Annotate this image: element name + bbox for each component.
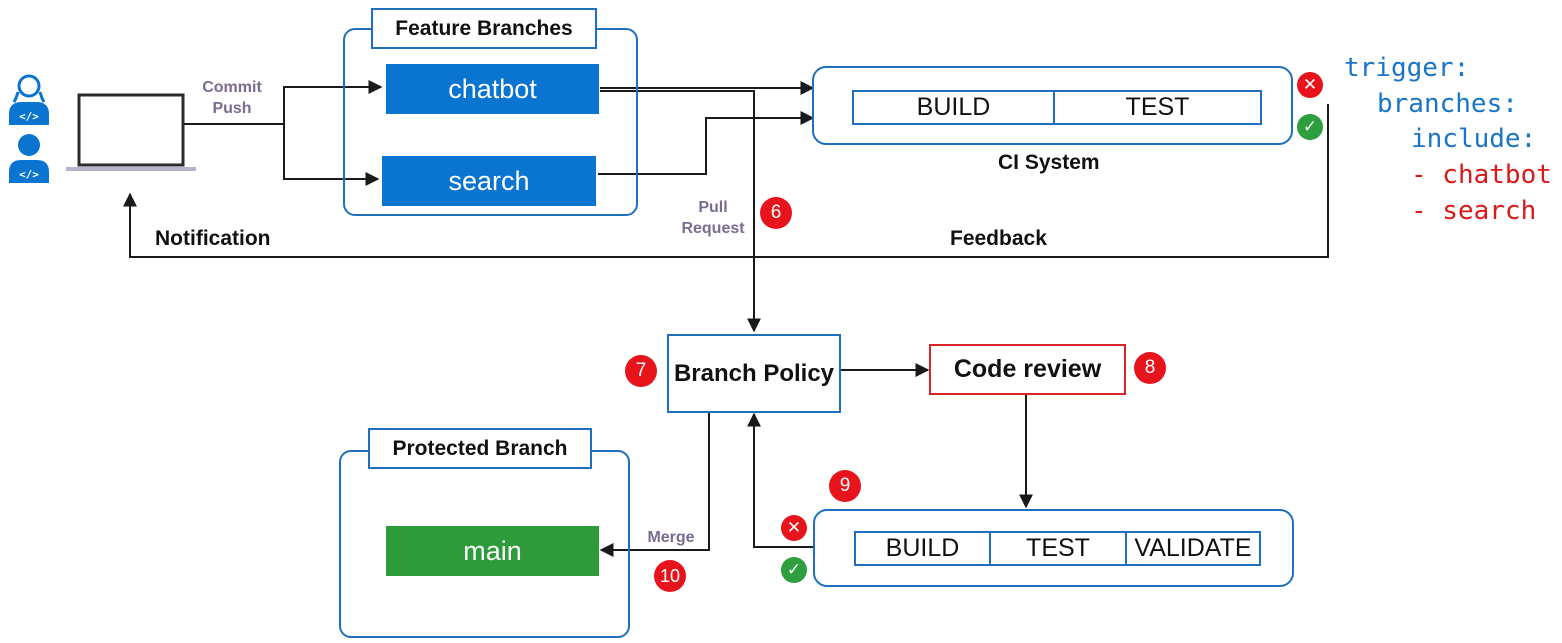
- push-label: Push: [212, 100, 252, 117]
- ci-test-step: TEST: [1053, 90, 1262, 125]
- svg-text:</>: </>: [19, 110, 39, 123]
- branch-main[interactable]: main: [386, 526, 599, 576]
- step-6-badge: 6: [760, 197, 792, 229]
- laptop-icon: [64, 93, 198, 173]
- commit-push-to-search-arrow: [184, 123, 380, 186]
- validation-pipeline-box: [813, 509, 1294, 587]
- validation-pass-icon: ✓: [781, 557, 807, 583]
- feedback-label: Feedback: [950, 227, 1047, 250]
- merge-arrow: [599, 413, 710, 557]
- feature-branches-title: Feature Branches: [371, 8, 597, 49]
- yaml-branches: branches:: [1377, 89, 1518, 119]
- notification-label: Notification: [155, 227, 271, 250]
- validation-build-step: BUILD: [854, 531, 991, 566]
- feedback-notification-arrow: [123, 104, 1329, 258]
- developer-female-icon: </>: [8, 72, 50, 126]
- protected-branch-title: Protected Branch: [368, 428, 592, 469]
- branch-policy-box[interactable]: Branch Policy: [667, 334, 841, 413]
- step-10-badge: 10: [654, 560, 686, 592]
- merge-label: Merge: [647, 529, 695, 546]
- commit-label: Commit: [202, 79, 262, 96]
- ci-pass-icon: ✓: [1297, 114, 1323, 140]
- validation-to-policy-arrow: [747, 412, 814, 548]
- validation-fail-icon: ✕: [781, 515, 807, 541]
- request-label: Request: [681, 220, 745, 237]
- developer-male-icon: </>: [8, 132, 50, 184]
- step-8-badge: 8: [1134, 352, 1166, 384]
- validation-validate-step: VALIDATE: [1125, 531, 1261, 566]
- branch-search[interactable]: search: [382, 156, 596, 206]
- step-7-badge: 7: [625, 355, 657, 387]
- yaml-include-search: - search: [1411, 196, 1537, 226]
- search-to-ci-arrow: [598, 111, 815, 175]
- ci-system-box: [812, 66, 1293, 145]
- pull-request-arrow: [600, 90, 761, 333]
- validation-test-step: TEST: [989, 531, 1127, 566]
- svg-text:</>: </>: [19, 168, 39, 181]
- code-review-box[interactable]: Code review: [929, 344, 1126, 395]
- yaml-include-chatbot: - chatbot: [1411, 160, 1552, 190]
- yaml-include: include:: [1411, 124, 1537, 154]
- ci-fail-icon: ✕: [1297, 72, 1323, 98]
- ci-build-step: BUILD: [852, 90, 1055, 125]
- step-9-badge: 9: [829, 470, 861, 502]
- ci-system-title: CI System: [998, 151, 1100, 174]
- pull-label: Pull: [698, 199, 728, 216]
- branch-chatbot[interactable]: chatbot: [386, 64, 599, 114]
- yaml-trigger: trigger:: [1344, 53, 1470, 83]
